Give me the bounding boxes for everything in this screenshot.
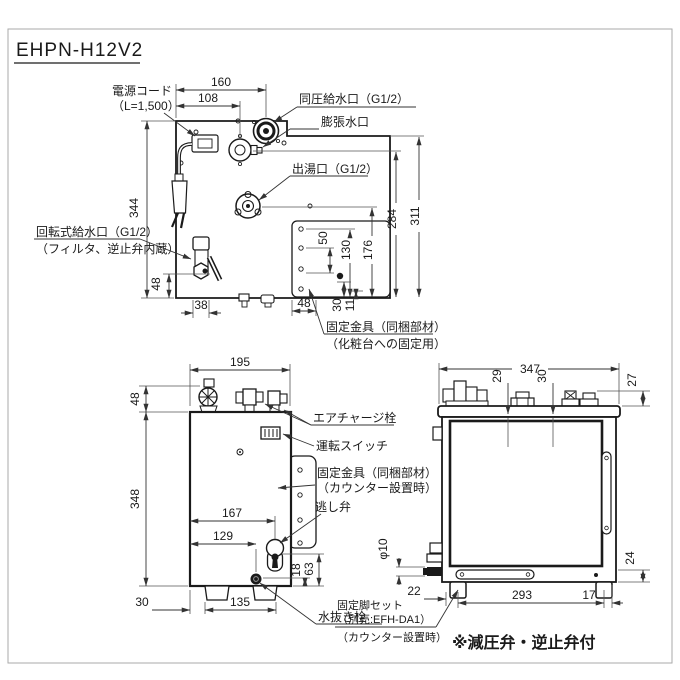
dim-top-108: 108 xyxy=(198,91,218,105)
dim-front-135: 135 xyxy=(230,595,250,609)
dim-top-176: 176 xyxy=(361,240,375,260)
dim-top-344: 344 xyxy=(127,198,141,218)
dim-top-311: 311 xyxy=(408,206,422,225)
dim-top-30: 30 xyxy=(330,298,344,312)
rotary-inlet-fitting xyxy=(192,236,223,282)
label-operation-switch: 運転スイッチ xyxy=(316,439,388,453)
top-view-drawing: 160 108 344 311 284 176 130 50 48 xyxy=(34,75,446,351)
dim-front-30: 30 xyxy=(135,595,149,609)
drain-plug xyxy=(250,573,262,585)
dim-side-29: 29 xyxy=(490,369,504,383)
front-right-fitting xyxy=(267,390,288,413)
label-power-cord: 電源コード xyxy=(112,84,172,98)
dim-top-130: 130 xyxy=(339,240,353,260)
operation-switch xyxy=(260,426,281,440)
hot-water-outlet-fitting xyxy=(234,191,262,219)
dim-front-63: 63 xyxy=(302,562,316,576)
air-charge-plug-fitting xyxy=(198,378,218,413)
dim-top-284: 284 xyxy=(385,209,399,229)
dim-side-dia10: φ10 xyxy=(376,538,390,559)
dim-side-17: 17 xyxy=(582,588,596,602)
dim-front-348: 348 xyxy=(128,489,142,509)
dim-front-129: 129 xyxy=(213,529,233,543)
dim-top-38: 38 xyxy=(194,298,208,312)
dim-side-27: 27 xyxy=(625,373,639,387)
dim-front-18: 18 xyxy=(289,563,303,577)
side-view-drawing: 347 29 30 27 24 φ10 22 293 17 固定脚セット （別売… xyxy=(335,362,650,644)
dim-top-48-left: 48 xyxy=(149,277,163,291)
power-cord-connector xyxy=(191,134,219,153)
label-rotary-inlet: 回転式給水口（G1/2） xyxy=(36,225,158,239)
label-fixing-leg: 固定脚セット xyxy=(337,598,403,612)
dim-front-195: 195 xyxy=(230,355,250,369)
front-right-foot xyxy=(252,585,278,601)
label-bracket-top-use: （化粧台への固定用） xyxy=(326,336,446,351)
mounting-plate-top xyxy=(291,220,391,298)
label-air-charge-plug: エアチャージ栓 xyxy=(313,410,396,425)
side-top-fittings xyxy=(442,380,599,408)
dim-front-48: 48 xyxy=(128,392,142,406)
side-top-cap xyxy=(437,405,621,418)
relief-valve xyxy=(265,538,285,572)
label-drain-plug: 水抜き栓 xyxy=(318,609,366,624)
dim-side-22: 22 xyxy=(407,584,421,598)
dim-front-167: 167 xyxy=(222,506,242,520)
dim-side-293: 293 xyxy=(512,588,532,602)
label-fixing-leg-sold-separately: （別売:EFH-DA1） xyxy=(337,613,431,626)
dim-top-50: 50 xyxy=(316,231,330,245)
bottom-edge-parts xyxy=(238,293,275,308)
drain-pipe xyxy=(427,567,442,576)
page-frame xyxy=(7,28,673,664)
footnote-valves: ※減圧弁・逆止弁付 xyxy=(452,633,596,652)
dim-side-24: 24 xyxy=(623,551,637,565)
expansion-port-fitting xyxy=(228,133,263,166)
label-rotary-inlet-note: （フィルタ、逆止弁内蔵） xyxy=(36,241,179,256)
dim-top-160: 160 xyxy=(211,75,231,89)
dim-side-347: 347 xyxy=(520,362,540,376)
front-left-foot xyxy=(204,585,230,601)
label-fixing-leg-counter: （カウンター設置時） xyxy=(337,630,447,644)
label-expansion-port: 膨張水口 xyxy=(321,115,369,129)
label-hot-water-outlet: 出湯口（G1/2） xyxy=(292,162,378,176)
label-power-cord-length: （L=1,500） xyxy=(112,99,180,113)
front-middle-fitting xyxy=(235,388,264,413)
label-bracket-top: 固定金具（同梱部材） xyxy=(326,319,446,334)
label-bracket-front-use: （カウンター設置時） xyxy=(317,480,437,495)
label-equal-pressure-inlet: 同圧給水口（G1/2） xyxy=(299,92,409,106)
equal-pressure-inlet-fitting xyxy=(251,117,280,145)
model-title: EHPN-H12V2 xyxy=(16,40,143,61)
label-bracket-front: 固定金具（同梱部材） xyxy=(317,465,437,480)
front-view-drawing: 195 48 348 167 129 18 63 30 135 エアチャージ栓 xyxy=(128,355,437,625)
label-relief-valve: 逃し弁 xyxy=(315,499,351,514)
dim-side-30: 30 xyxy=(535,369,549,383)
dim-top-48-right: 48 xyxy=(297,296,311,310)
dim-top-11: 11 xyxy=(343,298,357,311)
side-body xyxy=(441,416,617,583)
power-plug xyxy=(170,142,193,229)
